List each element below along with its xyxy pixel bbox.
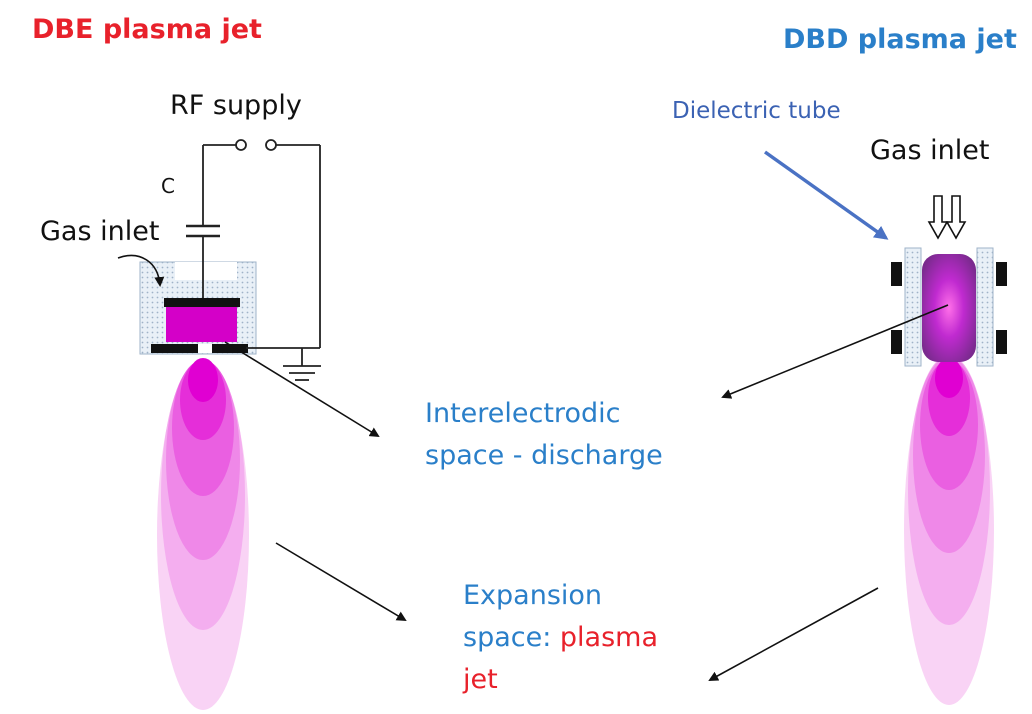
gas-inlet-pointer [117, 254, 165, 287]
gas-flow-arrows [927, 195, 967, 240]
dbd-device [891, 195, 1007, 367]
interelectrodic-line-1: Interelectrodic [425, 398, 621, 429]
arrow-to-interelectrodic-right [721, 304, 949, 399]
arrow-to-interelectrodic-left [224, 341, 380, 438]
expansion-line-2-prefix: space: [463, 622, 560, 653]
rf-circuit [186, 139, 321, 381]
dbd-plume [904, 355, 994, 705]
dbe-plume [157, 358, 249, 710]
dielectric-tube-pointer [763, 150, 889, 240]
dbe-top-electrode [164, 298, 240, 307]
expansion-line-2-highlight: plasma [559, 622, 658, 653]
interelectrodic-line-2: space - discharge [425, 440, 663, 471]
dielectric-tube-label: Dielectric tube [672, 98, 841, 124]
dbd-tube-wall-left [904, 247, 922, 367]
dbd-title: DBD plasma jet [783, 24, 1017, 55]
gas-inlet-left-label: Gas inlet [40, 216, 160, 247]
dbd-tube-wall-right [976, 247, 994, 367]
expansion-line-1: Expansion [463, 580, 603, 611]
rf-terminal [235, 139, 247, 151]
expansion-line-2: space: plasma [463, 617, 658, 659]
rf-supply-label: RF supply [170, 90, 302, 121]
dbd-electrode [891, 262, 902, 286]
expansion-label: Expansion space: plasma jet [463, 575, 658, 701]
arrow-to-expansion-left [275, 542, 407, 622]
gas-inlet-right-label: Gas inlet [870, 135, 990, 166]
dbe-discharge-region [166, 306, 237, 342]
dbd-discharge-region [922, 254, 976, 362]
expansion-line-3: jet [463, 664, 498, 695]
interelectrodic-label: Interelectrodic space - discharge [425, 393, 663, 477]
capacitor-label: C [161, 174, 175, 198]
dbe-title: DBE plasma jet [32, 14, 262, 45]
arrow-to-expansion-right [708, 587, 879, 681]
dbe-device [117, 254, 257, 355]
